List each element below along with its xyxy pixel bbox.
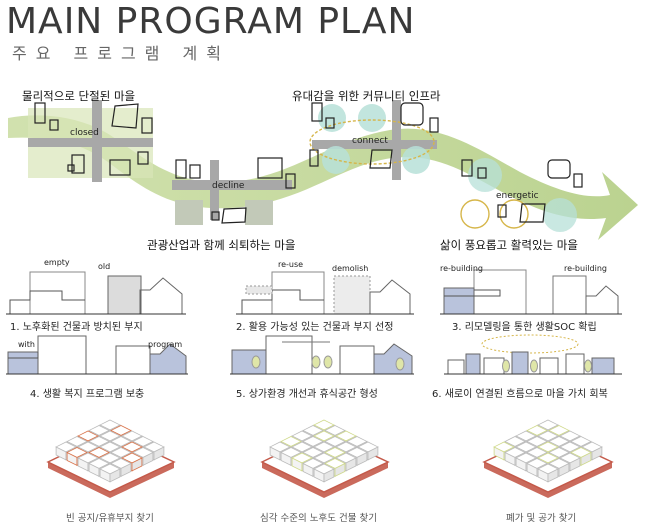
page-title: MAIN PROGRAM PLAN <box>6 1 416 42</box>
stage-closed-illustration <box>28 100 153 182</box>
stage-decline-tag: decline <box>212 181 245 191</box>
stage-energetic-heading: 삶이 풍요롭고 활력있는 마을 <box>440 238 578 252</box>
stage-decline-heading: 관광산업과 함께 쇠퇴하는 마을 <box>147 238 296 252</box>
block-2-illustration <box>260 419 390 498</box>
block-3-caption: 폐가 및 공가 찾기 <box>506 513 577 524</box>
step-1-tag-old: old <box>98 262 111 271</box>
step-4-tag-with: with <box>18 340 35 349</box>
stage-closed-tag: closed <box>70 128 99 138</box>
block-1-illustration <box>46 419 176 498</box>
step-5-caption: 5. 상가환경 개선과 휴식공간 형성 <box>236 389 378 400</box>
step-2-tag-reuse: re-use <box>278 260 304 269</box>
stage-connect-tag: connect <box>352 136 388 146</box>
step-4-caption: 4. 생활 복지 프로그램 보충 <box>30 389 145 400</box>
step-1-caption: 1. 노후화된 건물과 방치된 부지 <box>10 322 143 333</box>
step-2-tag-demolish: demolish <box>332 264 369 273</box>
block-3-illustration <box>482 419 614 498</box>
step-1-tag-empty: empty <box>44 258 70 267</box>
step-3-tag-rebuilding-1: re-building <box>440 264 483 273</box>
stage-energetic-tag: energetic <box>496 191 539 201</box>
step-3-caption: 3. 리모델링을 통한 생활SOC 확립 <box>452 322 597 333</box>
stage-closed-heading: 물리적으로 단절된 마을 <box>22 89 136 103</box>
step-6-illustration <box>444 334 622 375</box>
step-2-caption: 2. 활용 가능성 있는 건물과 부지 선정 <box>236 322 394 333</box>
stage-connect-heading: 유대감을 위한 커뮤니티 인프라 <box>292 89 441 103</box>
step-4-tag-program: program <box>148 340 183 349</box>
step-3-illustration <box>440 269 622 315</box>
step-2-illustration <box>236 271 414 315</box>
stage-decline-illustration <box>172 157 296 225</box>
stage-energetic-illustration <box>460 158 583 232</box>
step-4-illustration <box>6 335 188 375</box>
stage-connect-illustration <box>309 100 439 180</box>
block-2-caption: 심각 수준의 노후도 건물 찾기 <box>260 513 377 524</box>
step-3-tag-rebuilding-2: re-building <box>564 264 607 273</box>
block-1-caption: 빈 공지/유휴부지 찾기 <box>66 513 154 524</box>
flow-arrow <box>8 115 638 240</box>
step-1-illustration <box>6 271 186 315</box>
step-6-caption: 6. 새로이 연결된 흐름으로 마을 가치 회복 <box>432 389 608 400</box>
page-subtitle: 주요 프로그램 계획 <box>12 44 230 63</box>
step-5-illustration <box>230 335 414 375</box>
